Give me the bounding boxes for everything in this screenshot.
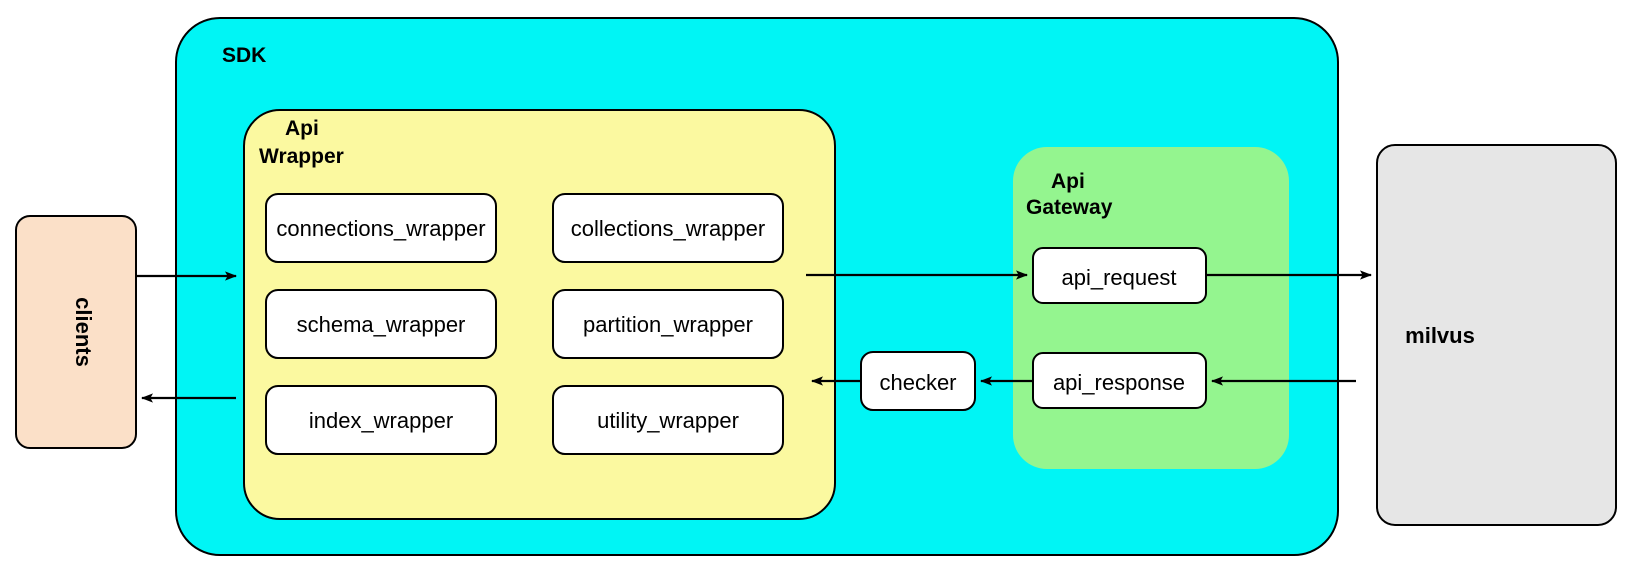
container-api-wrapper-label-line2: Wrapper (259, 145, 344, 168)
container-api-gateway-label-line1: Api (1051, 170, 1085, 193)
node-connections-wrapper[interactable]: connections_wrapper (265, 193, 497, 263)
node-schema-wrapper[interactable]: schema_wrapper (265, 289, 497, 359)
node-milvus[interactable]: milvus (1376, 144, 1617, 526)
container-api-gateway-label-line2: Gateway (1026, 196, 1113, 219)
node-api-response-label: api_response (1053, 370, 1185, 395)
node-clients-label: clients (71, 297, 96, 367)
node-api-response[interactable]: api_response (1032, 352, 1207, 409)
node-collections-wrapper[interactable]: collections_wrapper (552, 193, 784, 263)
node-partition-wrapper-label: partition_wrapper (583, 312, 753, 337)
node-clients[interactable]: clients (15, 215, 137, 449)
node-index-wrapper[interactable]: index_wrapper (265, 385, 497, 455)
node-api-request[interactable]: api_request (1032, 247, 1207, 304)
container-sdk-label: SDK (222, 44, 266, 67)
node-utility-wrapper-label: utility_wrapper (597, 408, 739, 433)
node-api-request-label: api_request (1062, 265, 1177, 290)
container-api-wrapper-label-line1: Api (285, 117, 319, 140)
node-checker[interactable]: checker (860, 351, 976, 411)
node-schema-wrapper-label: schema_wrapper (297, 312, 466, 337)
node-checker-label: checker (879, 370, 956, 395)
node-connections-wrapper-label: connections_wrapper (276, 216, 485, 241)
node-utility-wrapper[interactable]: utility_wrapper (552, 385, 784, 455)
node-index-wrapper-label: index_wrapper (309, 408, 453, 433)
node-collections-wrapper-label: collections_wrapper (571, 216, 765, 241)
container-api-gateway: Api Gateway (1013, 147, 1289, 469)
node-milvus-label: milvus (1405, 323, 1475, 348)
node-partition-wrapper[interactable]: partition_wrapper (552, 289, 784, 359)
